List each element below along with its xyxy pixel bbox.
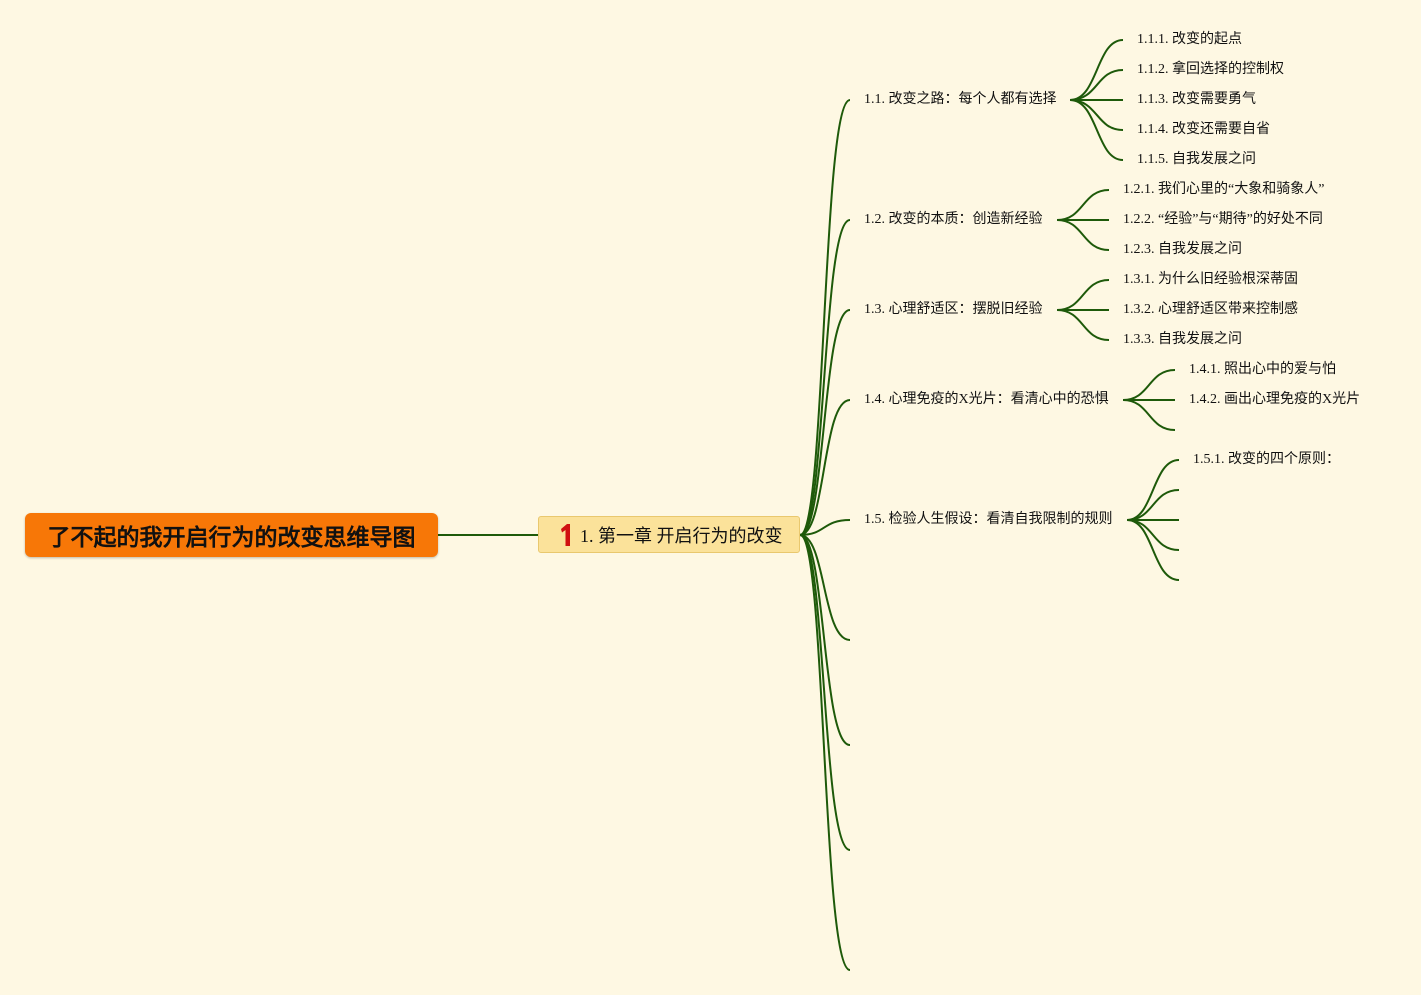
link-chapter-b7 xyxy=(799,534,851,746)
link-chapter-s5 xyxy=(799,519,851,536)
section-topic-1-2[interactable]: 1.2. 改变的本质：创造新经验 xyxy=(864,212,1043,227)
subtopic-1-5-1[interactable]: 1.5.1. 改变的四个原则： xyxy=(1193,452,1340,467)
priority-one-icon xyxy=(561,523,570,546)
subtopic-1-1-5[interactable]: 1.1.5. 自我发展之问 xyxy=(1137,152,1256,167)
chapter-topic-label: 1. 第一章 开启行为的改变 xyxy=(580,525,783,546)
link-chapter-s3 xyxy=(799,309,851,536)
link-chapter-b6 xyxy=(799,534,851,641)
subtopic-1-1-4[interactable]: 1.1.4. 改变还需要自省 xyxy=(1137,122,1270,137)
subtopic-1-3-2[interactable]: 1.3.2. 心理舒适区带来控制感 xyxy=(1123,302,1298,317)
root-topic[interactable]: 了不起的我开启行为的改变思维导图 xyxy=(25,513,438,557)
section-topic-1-3[interactable]: 1.3. 心理舒适区：摆脱旧经验 xyxy=(864,302,1043,317)
section-topic-1-4[interactable]: 1.4. 心理免疫的X光片：看清心中的恐惧 xyxy=(864,392,1109,407)
link-chapter-s1 xyxy=(799,99,851,536)
root-topic-label: 了不起的我开启行为的改变思维导图 xyxy=(47,525,416,551)
link-chapter-b9 xyxy=(799,534,851,971)
subtopic-1-2-2[interactable]: 1.2.2. “经验”与“期待”的好处不同 xyxy=(1123,212,1323,227)
subtopic-1-2-1[interactable]: 1.2.1. 我们心里的“大象和骑象人” xyxy=(1123,182,1325,197)
link-chapter-b8 xyxy=(799,534,851,851)
subtopic-1-1-3[interactable]: 1.1.3. 改变需要勇气 xyxy=(1137,92,1256,107)
section-topic-1-1[interactable]: 1.1. 改变之路：每个人都有选择 xyxy=(864,92,1057,107)
section-topic-1-5[interactable]: 1.5. 检验人生假设：看清自我限制的规则 xyxy=(864,512,1113,527)
chapter-topic[interactable]: 1. 第一章 开启行为的改变 xyxy=(538,516,800,553)
subtopic-1-4-1[interactable]: 1.4.1. 照出心中的爱与怕 xyxy=(1189,362,1336,377)
subtopic-1-1-1[interactable]: 1.1.1. 改变的起点 xyxy=(1137,32,1242,47)
link-chapter-s4 xyxy=(799,399,851,536)
subtopic-1-1-2[interactable]: 1.1.2. 拿回选择的控制权 xyxy=(1137,62,1284,77)
subtopic-1-2-3[interactable]: 1.2.3. 自我发展之问 xyxy=(1123,242,1242,257)
link-chapter-s2 xyxy=(799,219,851,536)
subtopic-1-3-3[interactable]: 1.3.3. 自我发展之问 xyxy=(1123,332,1242,347)
subtopic-1-4-2[interactable]: 1.4.2. 画出心理免疫的X光片 xyxy=(1189,392,1361,407)
subtopic-1-3-1[interactable]: 1.3.1. 为什么旧经验根深蒂固 xyxy=(1123,272,1298,287)
